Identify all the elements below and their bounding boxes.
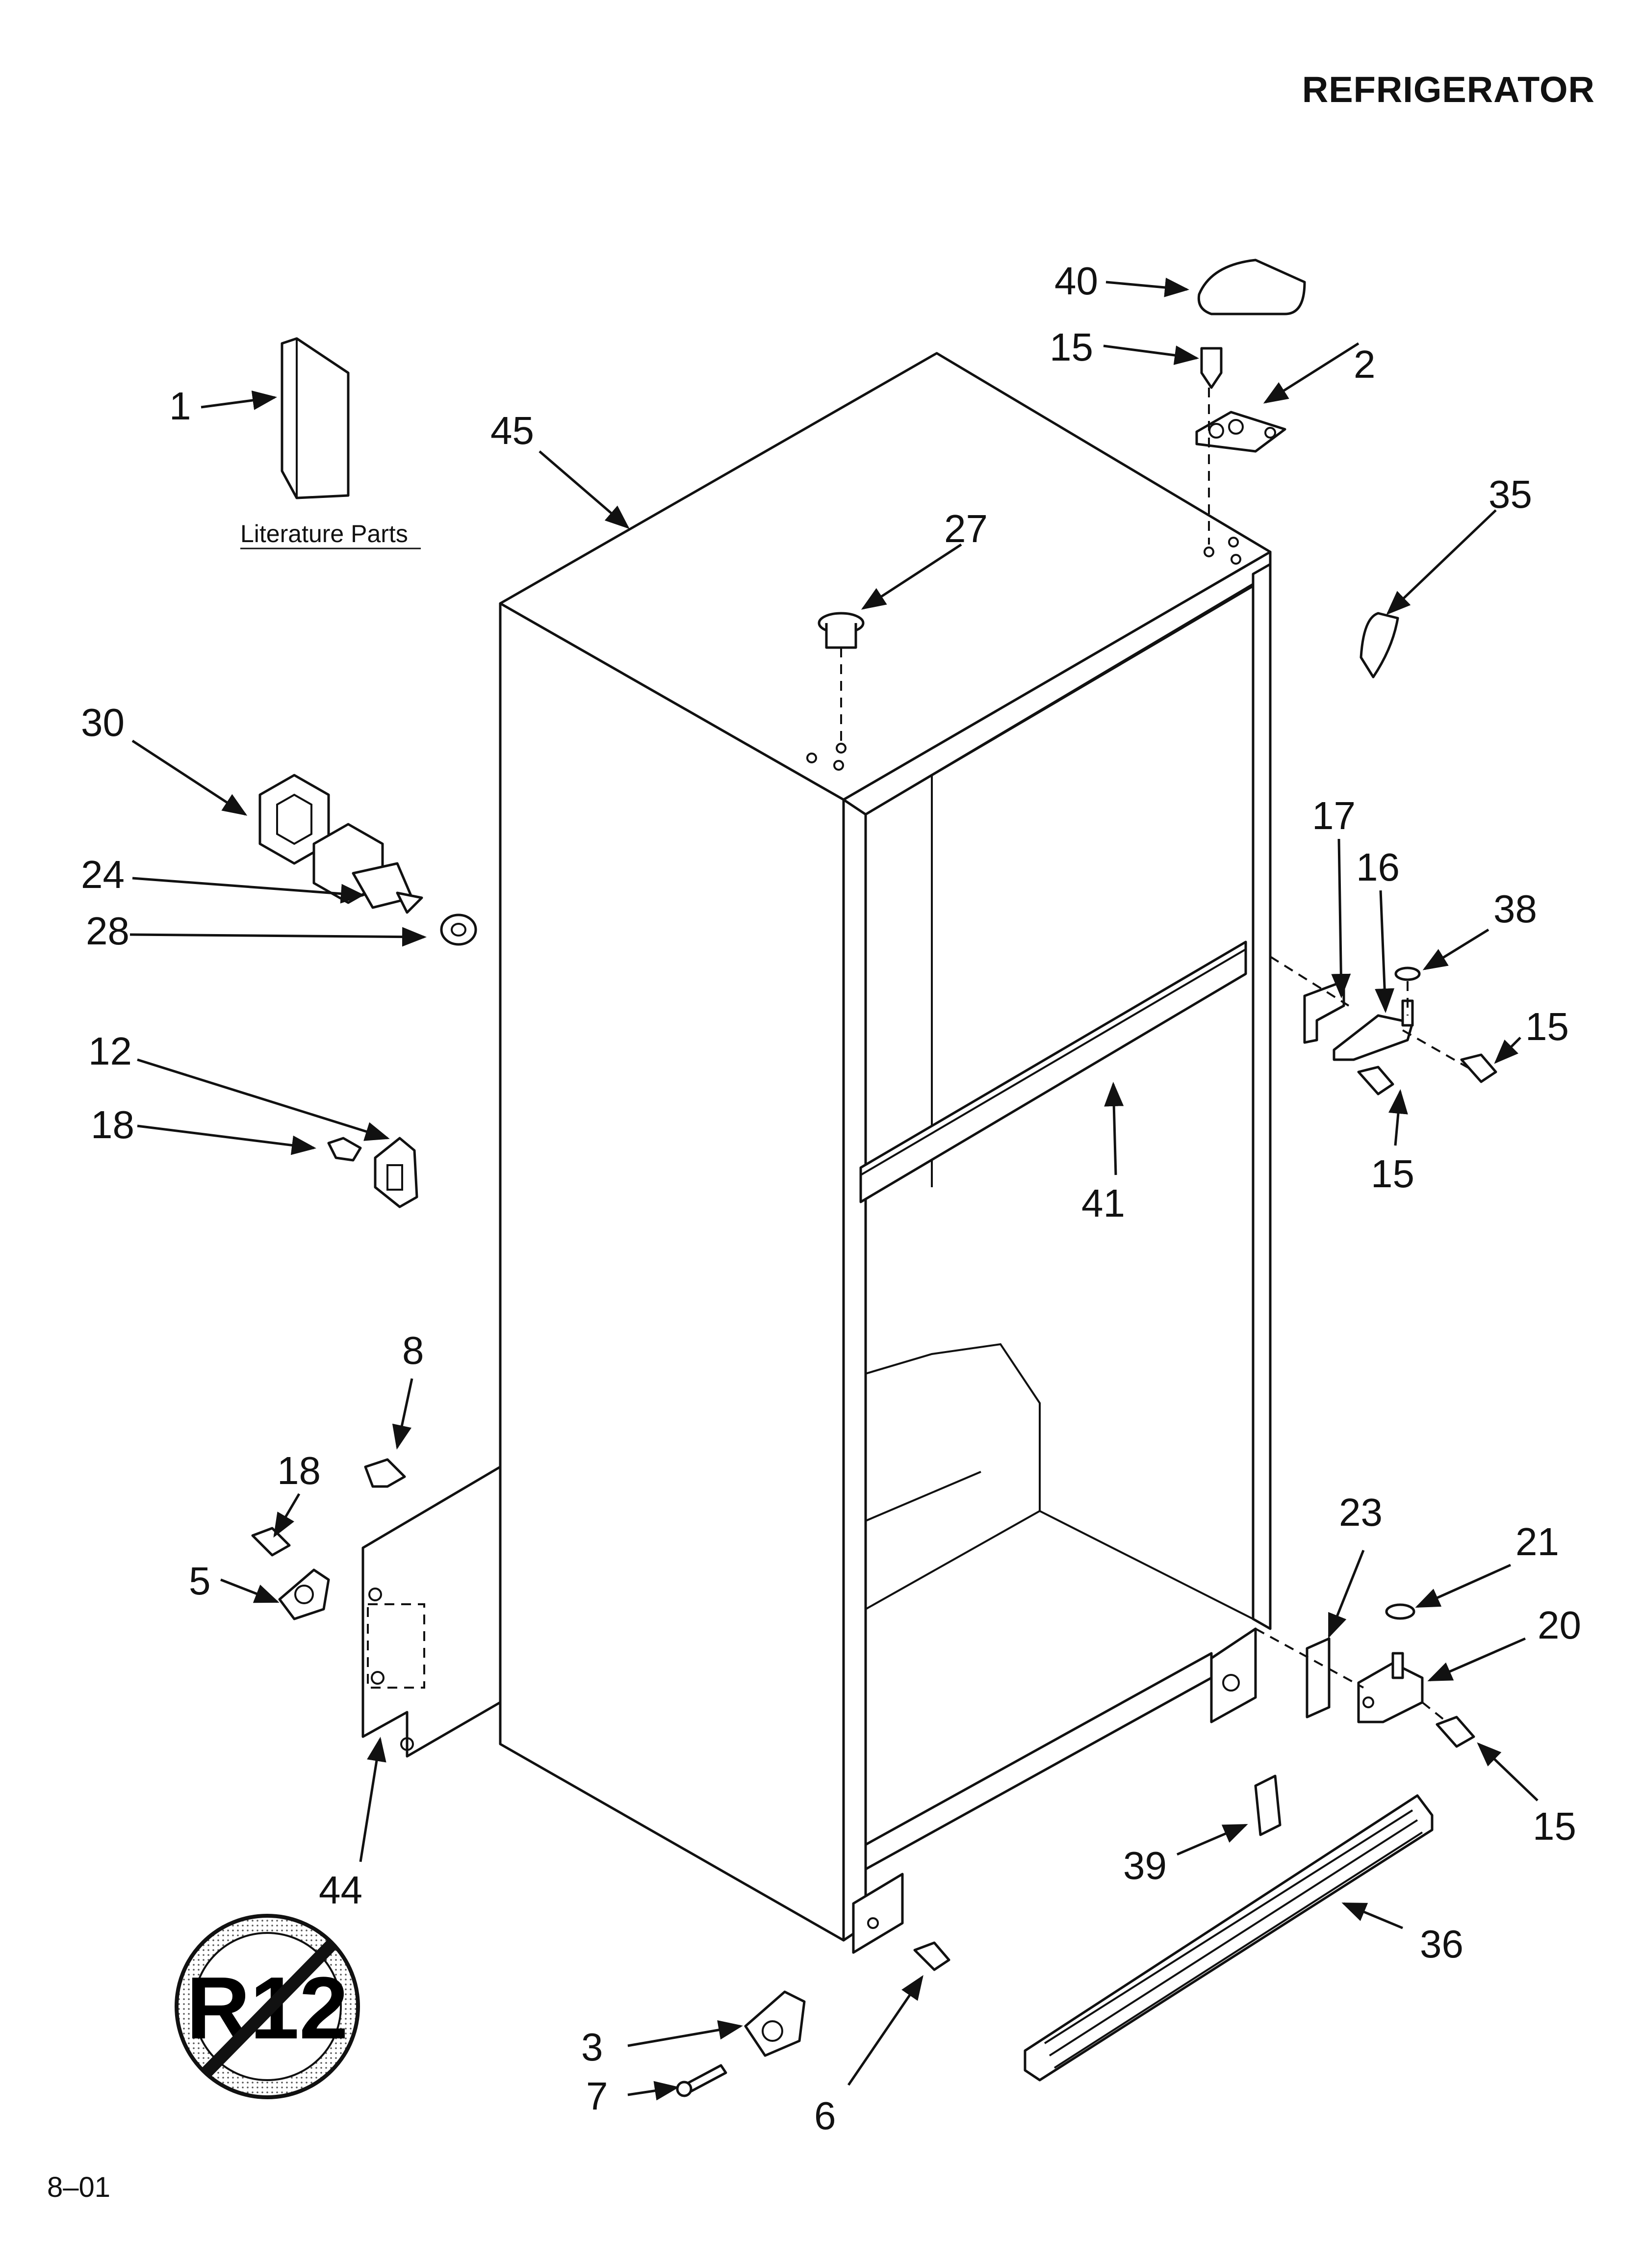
- leader-lines: [129, 278, 1539, 2101]
- callout-5: 5: [189, 1559, 211, 1603]
- date-code: 8–01: [47, 2171, 111, 2203]
- callout-39: 39: [1123, 1844, 1167, 1887]
- callout-2: 2: [1354, 342, 1376, 386]
- callout-3: 3: [581, 2025, 603, 2069]
- callout-27: 27: [944, 507, 988, 550]
- clamp-5: [278, 1568, 330, 1620]
- leveling-roller-3: [744, 1990, 806, 2057]
- door-stop-bracket: [327, 1137, 418, 1208]
- callout-15-mid-right: 15: [1525, 1005, 1569, 1048]
- callout-30: 30: [81, 701, 125, 744]
- callout-18-lower: 18: [277, 1449, 321, 1492]
- callout-35: 35: [1488, 472, 1532, 516]
- callout-labels: 1 2 3 5 6 7 8 12 15 15 15 15 15 16 17 18…: [81, 259, 1581, 2138]
- callout-20: 20: [1538, 1603, 1581, 1647]
- callout-7: 7: [586, 2074, 608, 2118]
- callout-24: 24: [81, 853, 125, 896]
- callout-15-bottom: 15: [1533, 1804, 1576, 1848]
- callout-1: 1: [169, 384, 191, 428]
- top-plug: [818, 612, 865, 649]
- callout-15-mid-lower: 15: [1371, 1152, 1414, 1196]
- literature-parts-label: Literature Parts: [240, 520, 408, 547]
- callout-40: 40: [1054, 259, 1098, 303]
- screw-6: [913, 1941, 950, 1971]
- callout-8: 8: [402, 1329, 424, 1372]
- callout-18-upper: 18: [91, 1103, 134, 1147]
- screw-18-lower: [251, 1527, 291, 1557]
- hinge-cover-cap: [1197, 259, 1306, 315]
- callout-36: 36: [1420, 1922, 1463, 1966]
- r12-prohibition-badge: R12: [175, 1914, 360, 2099]
- callout-38: 38: [1493, 887, 1537, 931]
- screw-15-mid: [1357, 1053, 1497, 1095]
- callout-41: 41: [1081, 1181, 1125, 1225]
- cabinet-shell: [361, 352, 1272, 1954]
- callout-28: 28: [86, 909, 129, 953]
- callout-23: 23: [1339, 1490, 1383, 1534]
- washer-38: [1394, 966, 1421, 981]
- callout-15-top: 15: [1050, 325, 1093, 369]
- cold-control-shaft: [312, 823, 423, 914]
- top-hinge-part: [1195, 347, 1286, 453]
- callout-6: 6: [814, 2094, 836, 2138]
- callout-12: 12: [88, 1029, 132, 1073]
- hinge-shim-23: [1306, 1637, 1331, 1719]
- nut-ring: [440, 913, 477, 946]
- callout-17: 17: [1312, 794, 1356, 837]
- pin-7: [676, 2064, 727, 2097]
- mid-hinge-16: [1333, 999, 1414, 1061]
- callout-45: 45: [490, 409, 534, 452]
- washer-21: [1385, 1603, 1415, 1620]
- toe-grille-36: [1024, 1794, 1434, 2082]
- page-title: REFRIGERATOR: [1302, 69, 1595, 110]
- mid-hinge-bracket-17: [1303, 980, 1345, 1044]
- callout-16: 16: [1356, 845, 1400, 889]
- grille-clip-39: [1254, 1774, 1282, 1836]
- bottom-hinge-20: [1357, 1652, 1424, 1723]
- screw-15-bottom: [1436, 1716, 1475, 1748]
- hinge-pin-cover: [1360, 612, 1399, 678]
- callout-21: 21: [1515, 1520, 1559, 1564]
- screw-8: [364, 1458, 406, 1488]
- literature-book: [281, 337, 350, 499]
- callout-44: 44: [319, 1868, 362, 1912]
